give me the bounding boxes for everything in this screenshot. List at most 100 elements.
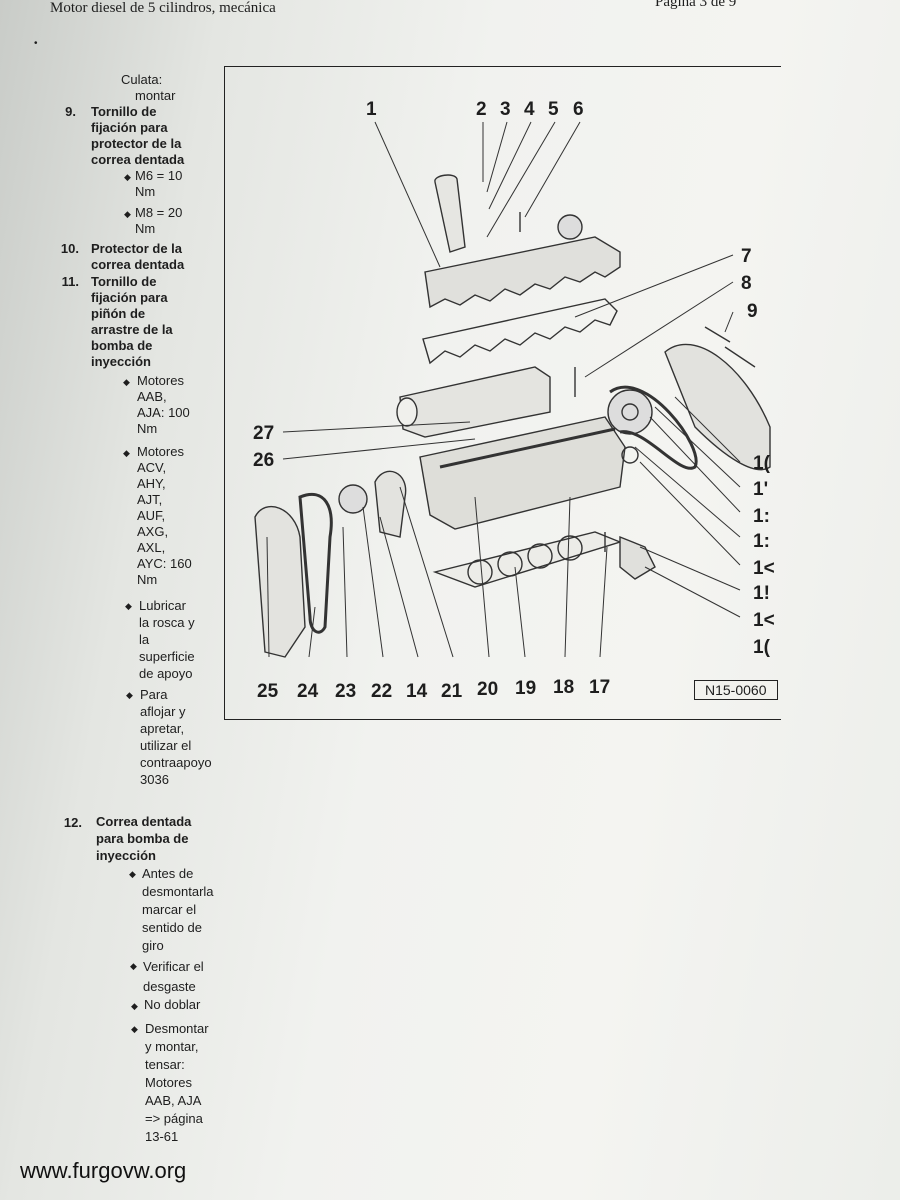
- list-text: inyección: [91, 354, 151, 369]
- page-number: Página 3 de 9: [655, 0, 737, 10]
- item-title: Tornillo de fijación para piñón de arras…: [91, 274, 173, 370]
- list-text: tensar:: [145, 1057, 185, 1072]
- list-text: apretar,: [140, 721, 185, 736]
- list-text: Tornillo de: [91, 104, 157, 119]
- callout-13: 1:: [753, 531, 770, 552]
- list-text: Tornillo de: [91, 274, 157, 289]
- list-text: Verificar el: [143, 959, 204, 974]
- callout-10: 1(: [753, 453, 771, 474]
- figure-code: N15-0060: [694, 680, 778, 700]
- list-text: Antes de: [142, 866, 194, 881]
- rear-cover: [664, 343, 771, 471]
- callout-14b: 1<: [753, 610, 775, 631]
- list-text: sentido de: [142, 920, 202, 935]
- list-text: y montar,: [145, 1039, 199, 1054]
- callout-21: 21: [441, 681, 463, 702]
- bullet-dot: •: [34, 38, 38, 49]
- bullet-icon: ◆: [129, 869, 136, 879]
- callout-27: 27: [253, 423, 274, 444]
- bullet-text: Antes de desmontarla marcar el sentido d…: [142, 865, 214, 955]
- list-text: bomba de: [91, 338, 153, 353]
- list-text: => página: [145, 1111, 203, 1126]
- list-text: correa dentada: [91, 152, 185, 167]
- list-text: desgaste: [143, 979, 196, 994]
- callout-14: 14: [406, 681, 428, 702]
- list-text: de apoyo: [139, 666, 193, 681]
- list-text: desmontarla: [142, 884, 214, 899]
- list-text: ACV,: [137, 460, 167, 475]
- bullet-icon: ◆: [124, 209, 131, 219]
- callout-11: 1': [753, 479, 768, 500]
- bullet-text: Lubricar la rosca y la superficie de apo…: [139, 597, 195, 682]
- list-text: M8 = 20: [135, 205, 183, 220]
- list-text: M6 = 10: [135, 168, 183, 183]
- list-text: inyección: [96, 848, 156, 863]
- list-text: AJT,: [137, 492, 163, 507]
- list-text: AHY,: [137, 476, 166, 491]
- callout-2: 2: [476, 99, 487, 120]
- list-text: fijación para: [91, 290, 168, 305]
- callout-3: 3: [500, 99, 511, 120]
- callout-8: 8: [741, 273, 752, 294]
- list-text: 3036: [140, 772, 169, 787]
- list-text: utilizar el: [140, 738, 192, 753]
- watermark-url: www.furgovw.org: [20, 1158, 187, 1183]
- cap: [557, 214, 583, 240]
- list-text: arrastre de la: [91, 322, 173, 337]
- list-text: Nm: [135, 221, 156, 236]
- callout-1: 1: [366, 99, 377, 120]
- list-text: Lubricar: [139, 598, 186, 613]
- diagram-drawing: 1 2 3 4 5 6 7 8 9 1( 1' 1: 1: 1< 1! 1< 1…: [253, 99, 775, 702]
- callout-23: 23: [335, 681, 356, 702]
- list-text: No doblar: [144, 997, 201, 1012]
- callout-19: 19: [515, 678, 536, 699]
- bullet-text: Motores AAB, AJA: 100 Nm: [137, 373, 190, 437]
- list-text: la rosca y: [139, 615, 195, 630]
- cylinder-head: [419, 416, 626, 530]
- list-text: la: [139, 632, 150, 647]
- item-title: Correa dentada para bomba de inyección: [96, 813, 191, 864]
- bullet-icon: ◆: [125, 601, 132, 611]
- callout-labels: 1 2 3 4 5 6 7 8 9 1( 1' 1: 1: 1< 1! 1< 1…: [253, 99, 775, 702]
- list-text: AXG,: [137, 524, 169, 539]
- callout-15: 1!: [753, 583, 770, 604]
- bullet-icon: ◆: [124, 172, 131, 182]
- list-text: Motores: [137, 444, 184, 459]
- list-text: Culata:: [121, 72, 163, 87]
- list-text: AAB, AJA: [145, 1093, 202, 1108]
- callout-4: 4: [524, 99, 535, 120]
- oil-filler-neck: [434, 174, 466, 253]
- bullet-text: M8 = 20 Nm: [135, 205, 182, 237]
- list-text: AXL,: [137, 540, 166, 555]
- pulley: [607, 389, 653, 435]
- bullet-icon: ◆: [123, 377, 130, 387]
- list-text: aflojar y: [140, 704, 186, 719]
- bullet-text: Motores ACV, AHY, AJT, AUF, AXG, AXL, AY…: [137, 444, 192, 588]
- callout-7: 7: [741, 246, 752, 267]
- list-text: giro: [142, 938, 164, 953]
- exploded-diagram: 1 2 3 4 5 6 7 8 9 1( 1' 1: 1: 1< 1! 1< 1…: [224, 66, 781, 720]
- list-text: protector de la: [91, 136, 182, 151]
- list-text: Motores: [145, 1075, 192, 1090]
- leader-lines: [266, 121, 741, 658]
- callout-26: 26: [253, 450, 274, 471]
- callout-6: 6: [573, 99, 584, 120]
- bracket: [619, 535, 656, 580]
- bullet-icon: ◆: [131, 1024, 138, 1034]
- list-text: para bomba de: [96, 831, 189, 846]
- list-text: correa dentada: [91, 257, 185, 272]
- list-text: 13-61: [145, 1129, 179, 1144]
- list-text: Motores: [137, 373, 184, 388]
- list-text: Para: [140, 687, 168, 702]
- bullet-icon: ◆: [123, 448, 130, 458]
- callout-20: 20: [477, 679, 498, 700]
- list-text: Nm: [137, 421, 158, 436]
- timing-belt: [609, 385, 698, 470]
- list-text: Protector de la: [91, 241, 183, 256]
- diagram-parts: [254, 174, 771, 658]
- lower-belt: [298, 493, 333, 634]
- list-text: AUF,: [137, 508, 166, 523]
- head-gasket: [432, 531, 623, 588]
- bullet-icon: ◆: [131, 1001, 138, 1011]
- item-number: 10.: [60, 241, 79, 256]
